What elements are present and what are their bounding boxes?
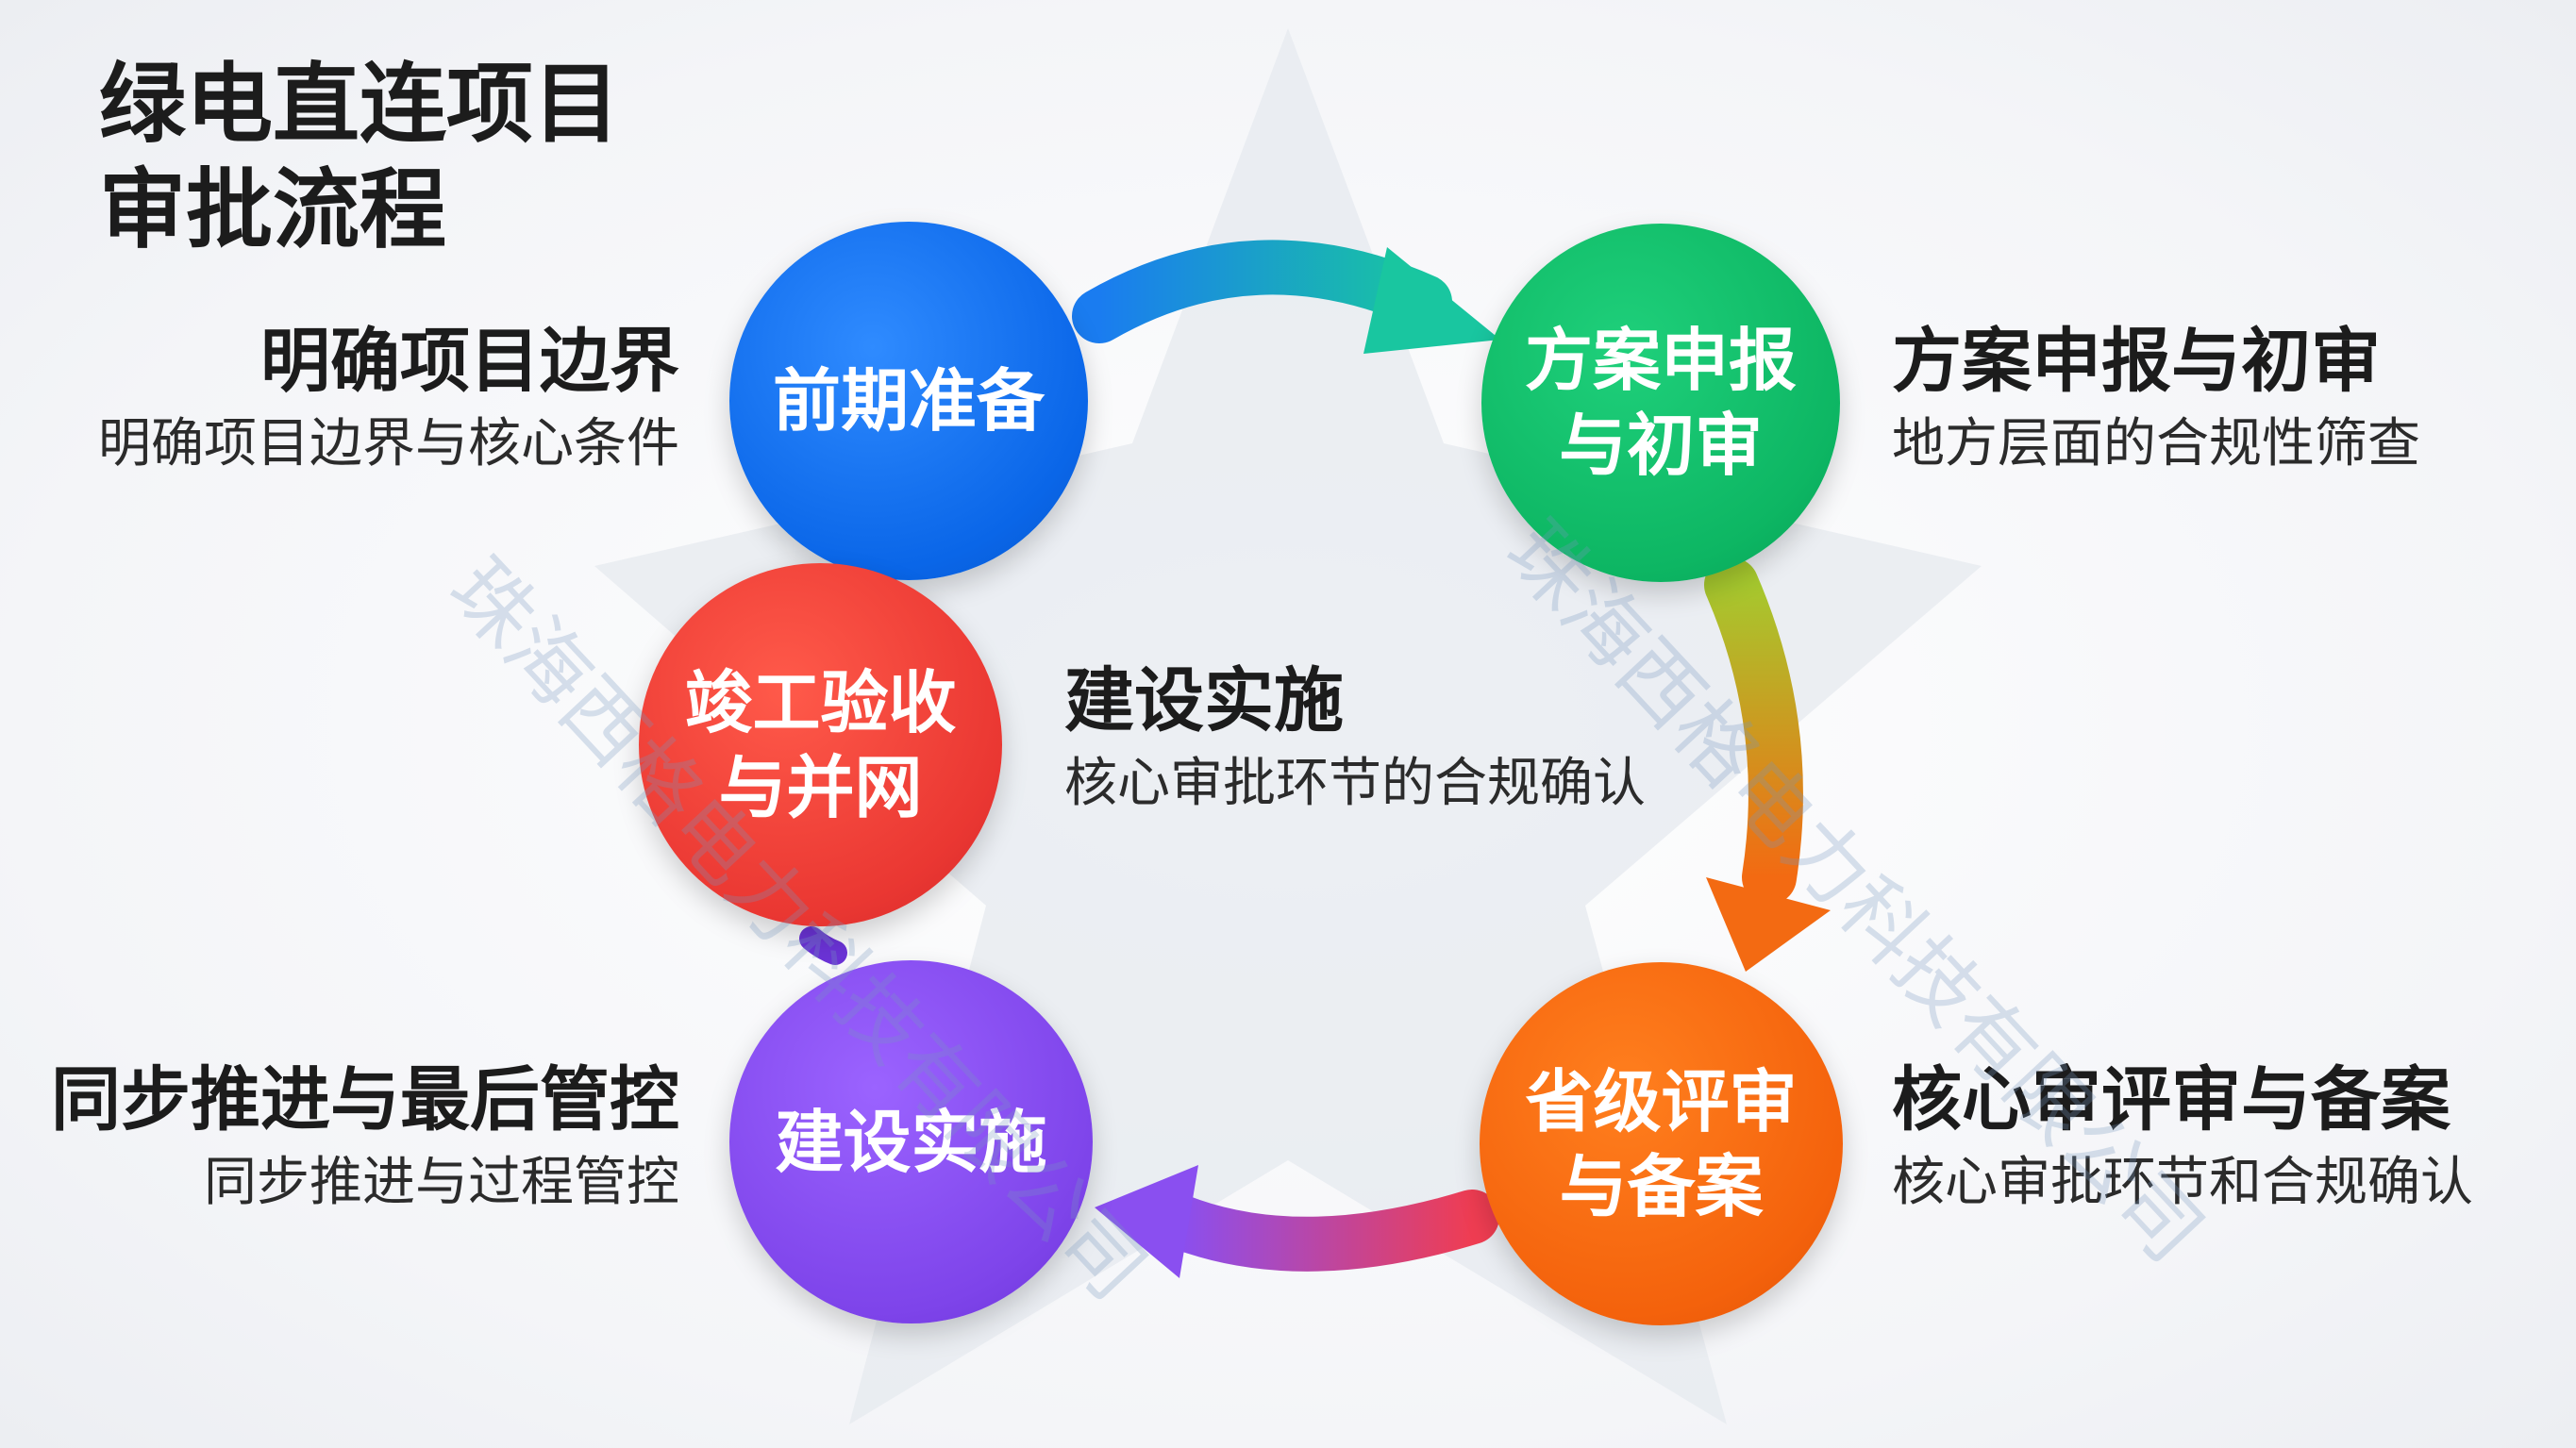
- label-top-right-sub: 地方层面的合规性筛查: [1892, 413, 2420, 474]
- label-bottom-left-heading: 同步推进与最后管控: [51, 1059, 679, 1140]
- node-preparation-text: 前期准备: [772, 361, 1045, 441]
- node-submission-text: 方案申报 与初审: [1524, 321, 1797, 485]
- arrow-bottom-head: [1095, 1165, 1198, 1278]
- label-top-right-heading: 方案申报与初审: [1892, 321, 2381, 402]
- label-top-right: 方案申报与初审 地方层面的合规性筛查: [1892, 316, 2420, 482]
- node-provincial-text: 省级评审 与备案: [1525, 1061, 1798, 1226]
- node-completion: 竣工验收 与并网: [639, 563, 1002, 926]
- label-bottom-left: 同步推进与最后管控 同步推进与过程管控: [51, 1055, 679, 1221]
- node-provincial: 省级评审 与备案: [1480, 962, 1843, 1325]
- connector-red-purple: [799, 926, 847, 965]
- node-construction-text: 建设实施: [775, 1102, 1047, 1182]
- star-shape: [594, 28, 1982, 1424]
- label-bottom-left-sub: 同步推进与过程管控: [204, 1152, 679, 1213]
- label-top-left-heading: 明确项目边界: [260, 321, 679, 402]
- label-middle-sub: 核心审批环节的合规确认: [1064, 753, 1646, 814]
- label-middle: 建设实施 核心审批环节的合规确认: [1064, 656, 1646, 822]
- node-preparation: 前期准备: [729, 222, 1088, 580]
- node-completion-text: 竣工验收 与并网: [684, 662, 957, 827]
- arrow-right-body: [1704, 558, 1803, 905]
- arrow-bottom-body: [1152, 1190, 1499, 1272]
- arrow-top-head: [1363, 247, 1500, 354]
- label-top-left-sub: 明确项目边界与核心条件: [98, 413, 679, 474]
- label-bottom-right-heading: 核心审评审与备案: [1892, 1059, 2451, 1140]
- title-line-2: 审批流程: [99, 159, 447, 260]
- arrow-right-head: [1706, 877, 1831, 972]
- page-title: 绿电直连项目 审批流程: [99, 52, 620, 263]
- label-middle-heading: 建设实施: [1064, 660, 1344, 741]
- title-line-1: 绿电直连项目: [99, 54, 621, 155]
- label-bottom-right: 核心审评审与备案 核心审批环节和合规确认: [1892, 1055, 2473, 1221]
- node-submission: 方案申报 与初审: [1481, 224, 1840, 582]
- label-top-left: 明确项目边界 明确项目边界与核心条件: [98, 316, 679, 482]
- label-bottom-right-sub: 核心审批环节和合规确认: [1892, 1152, 2473, 1213]
- node-construction: 建设实施: [729, 960, 1093, 1323]
